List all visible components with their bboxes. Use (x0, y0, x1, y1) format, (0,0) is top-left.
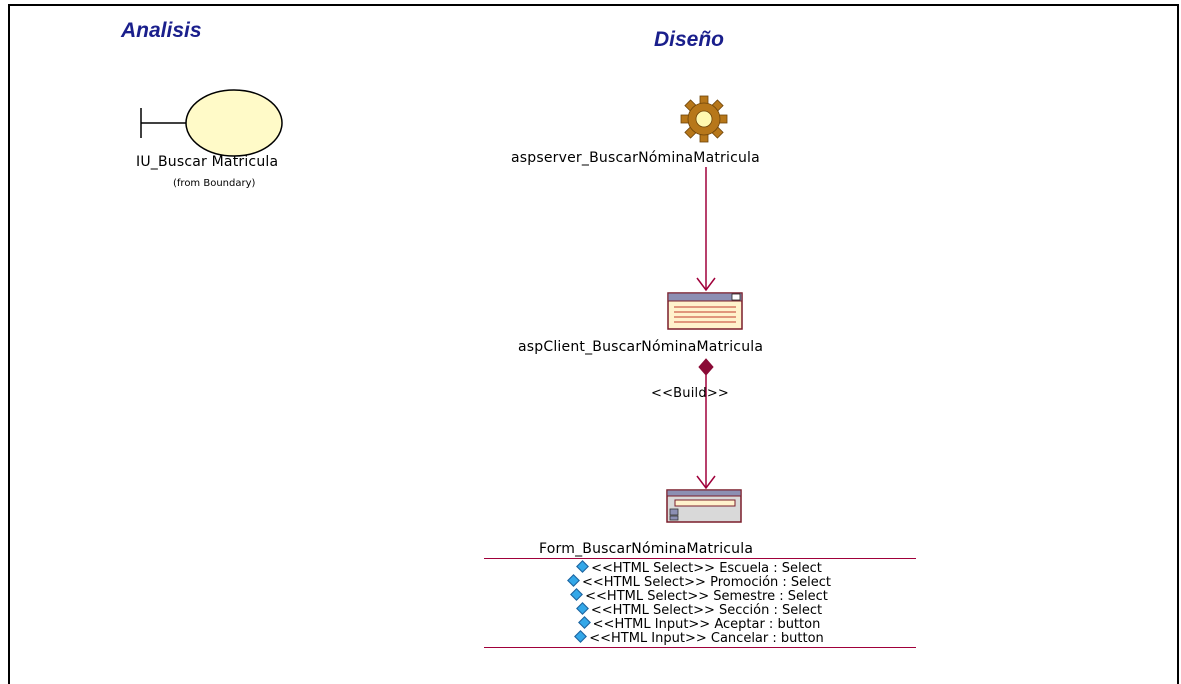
attribute-icon (577, 616, 591, 629)
client-page-icon[interactable] (667, 292, 743, 330)
form-attributes: <<HTML Select>> Escuela : Select <<HTML … (484, 558, 916, 648)
build-stereotype: <<Build>> (651, 386, 730, 401)
attribute-icon (567, 574, 580, 587)
form-attribute[interactable]: <<HTML Select>> Sección : Select (484, 602, 916, 618)
boundary-icon[interactable] (140, 89, 283, 157)
build-connector (696, 358, 716, 490)
form-attribute[interactable]: <<HTML Select>> Promoción : Select (484, 574, 916, 590)
client-page-name: aspClient_BuscarNóminaMatricula (518, 339, 764, 355)
boundary-name: IU_Buscar Matricula (136, 154, 279, 170)
form-attribute[interactable]: <<HTML Select>> Semestre : Select (484, 588, 916, 604)
gear-icon[interactable] (680, 95, 728, 143)
analysis-heading: Analisis (121, 19, 202, 42)
form-attribute[interactable]: <<HTML Input>> Cancelar : button (484, 630, 916, 646)
design-heading: Diseño (654, 28, 725, 51)
form-attribute[interactable]: <<HTML Input>> Aceptar : button (484, 616, 916, 632)
attribute-icon (576, 602, 589, 615)
diagram-frame (8, 4, 1179, 684)
attribute-icon (570, 588, 584, 601)
form-name: Form_BuscarNóminaMatricula (539, 541, 754, 557)
server-page-name: aspserver_BuscarNóminaMatricula (511, 150, 760, 166)
server-to-client-connector (696, 167, 716, 292)
boundary-origin: (from Boundary) (173, 178, 256, 189)
form-icon[interactable] (666, 489, 742, 523)
attribute-icon (574, 630, 588, 643)
attribute-icon (576, 560, 589, 573)
form-attribute[interactable]: <<HTML Select>> Escuela : Select (484, 560, 916, 576)
